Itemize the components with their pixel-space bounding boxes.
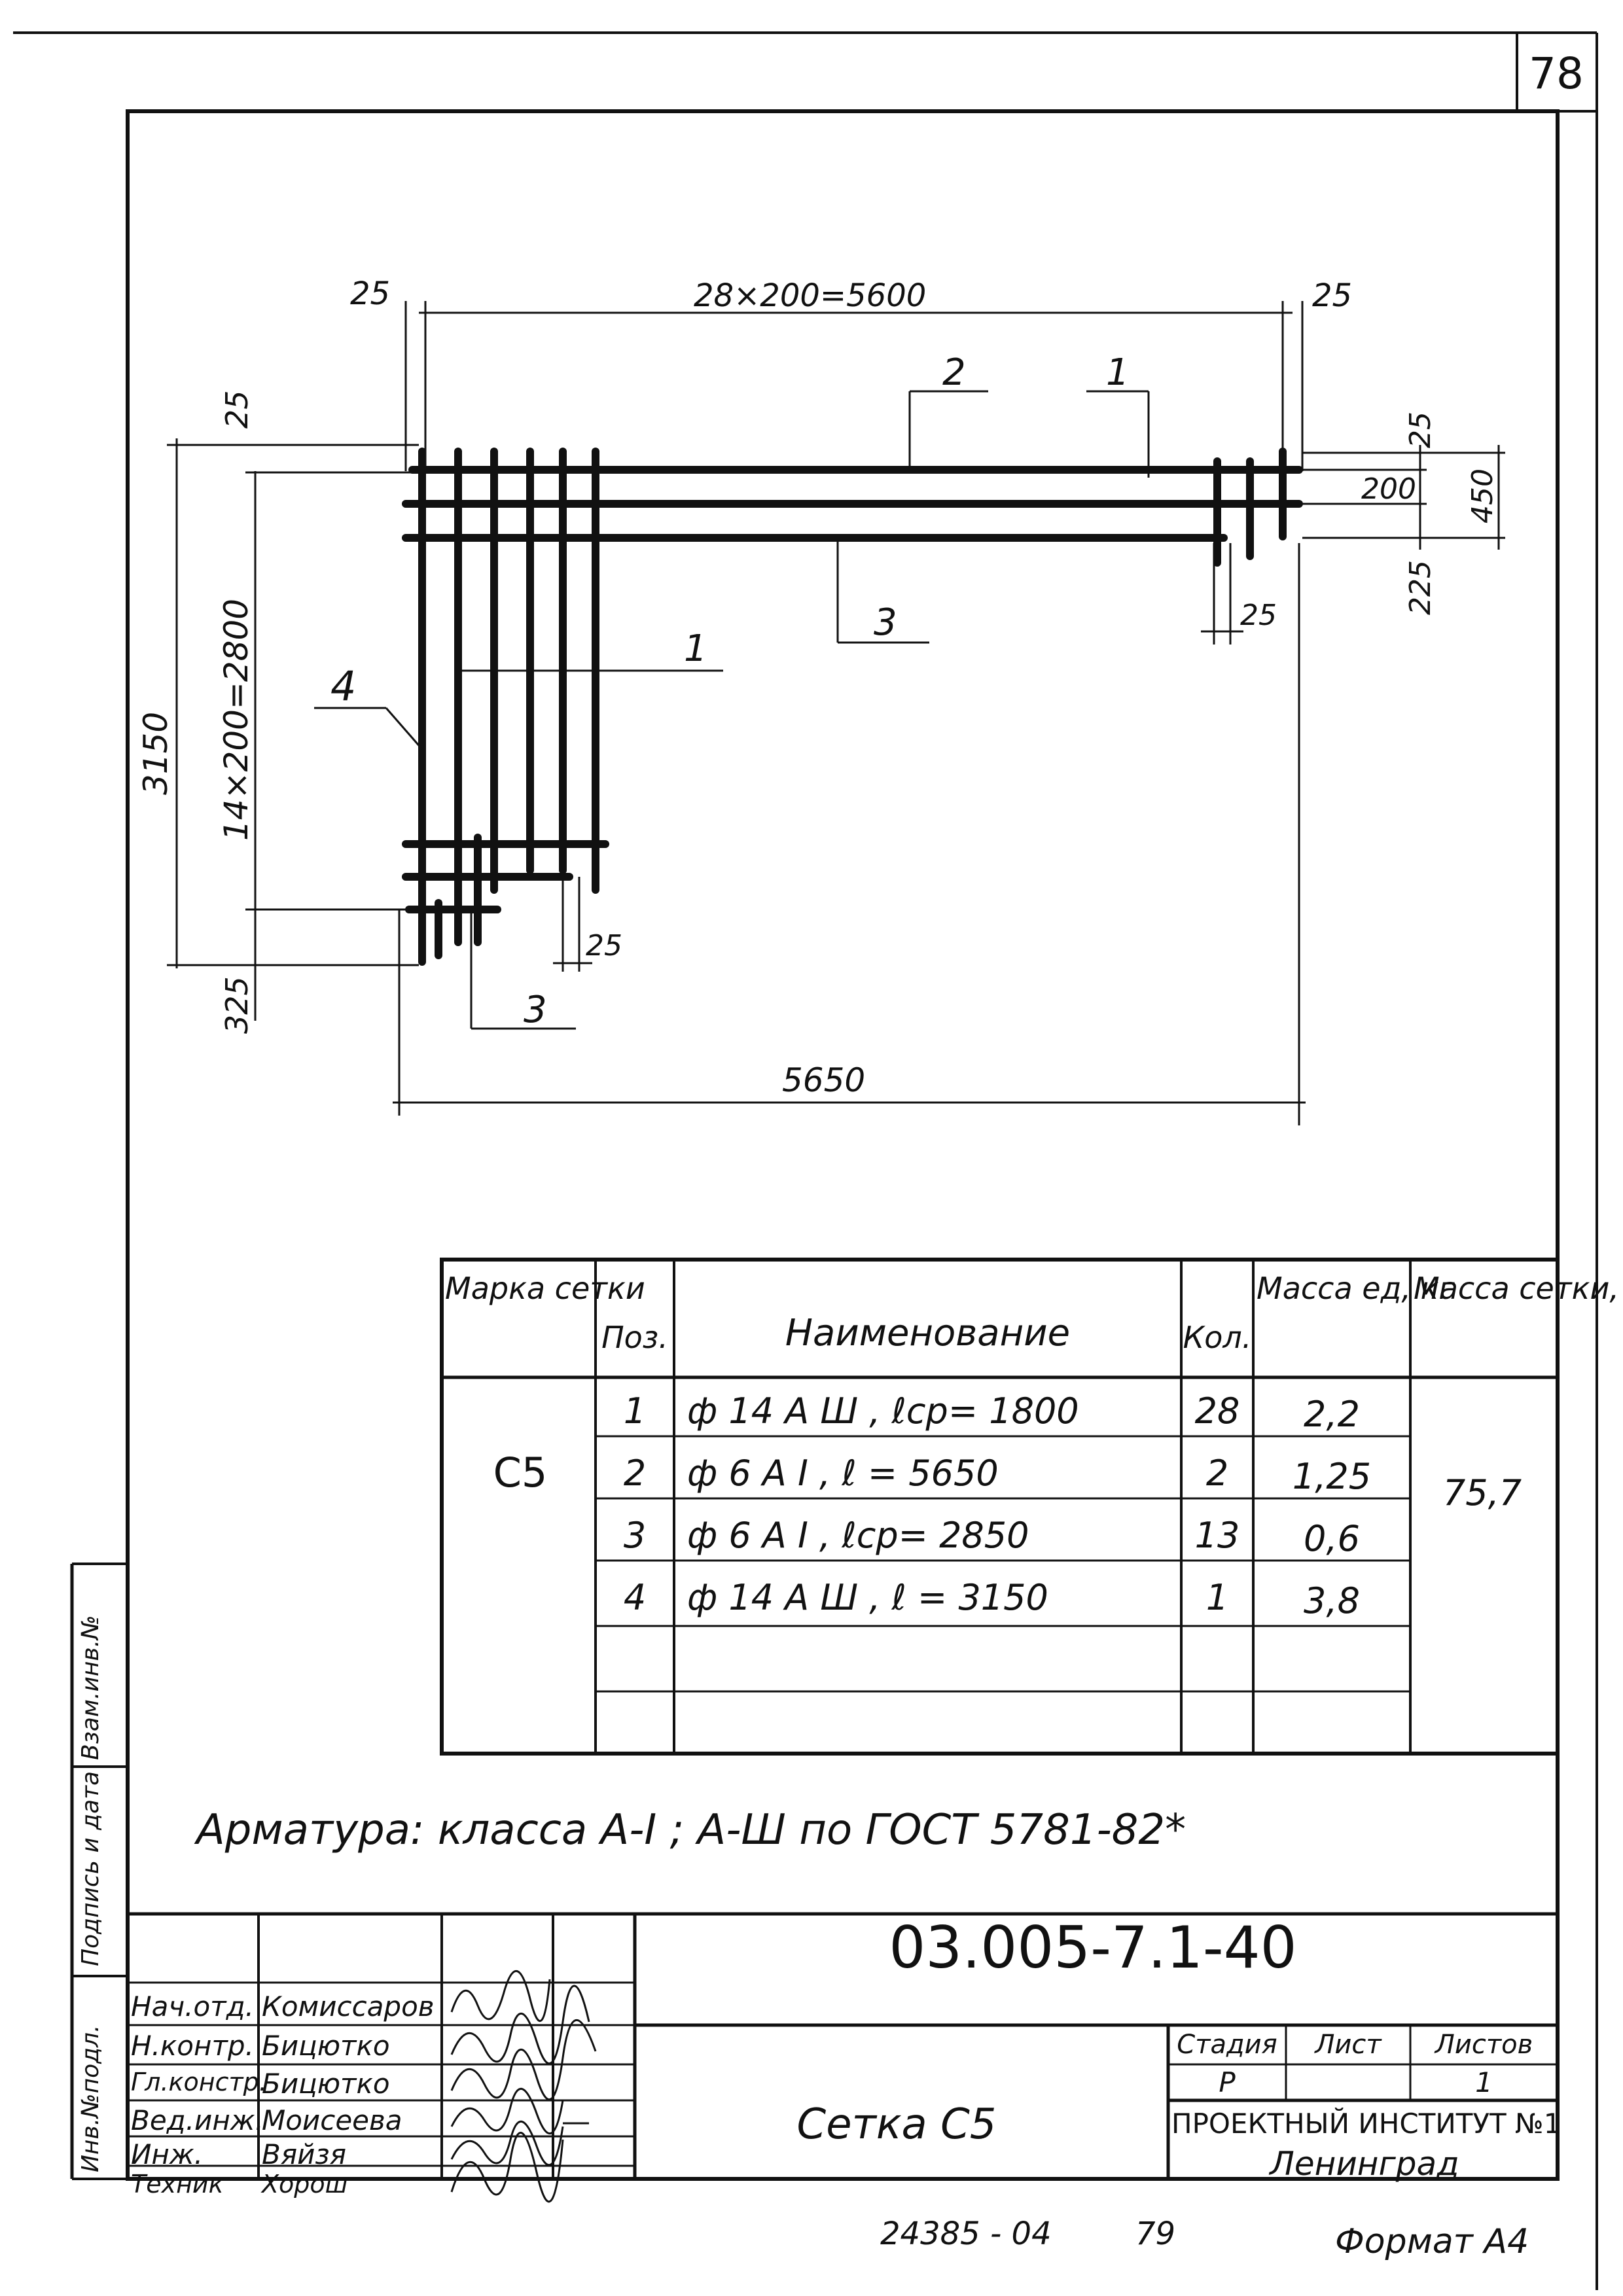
footer-page: 79 [1135,2216,1176,2252]
row2-qty: 2 [1205,1453,1229,1494]
role-inzh: Инж. [131,2138,204,2170]
dim-top-right: 25 [1312,277,1352,314]
mesh-mark: С5 [493,1449,548,1496]
row3-mass: 0,6 [1304,1518,1360,1559]
row2-name: ф 6 А I , ℓ = 5650 [687,1453,999,1494]
side-label-inv-orig: Инв.№подл. [77,2024,104,2172]
org-name: ПРОЕКТНЫЙ ИНСТИТУТ №1 [1171,2108,1561,2140]
sheets-label: Листов [1435,2030,1533,2060]
row1-qty: 28 [1194,1390,1240,1432]
archive-number: 24385 - 04 [880,2216,1052,2252]
dim-right-1: 25 [1404,412,1437,448]
callout-pos4: 4 [330,662,356,710]
document-code: 03.005-7.1-40 [889,1914,1297,1981]
row4-pos: 4 [623,1577,647,1618]
name-ved-inzh: Моисеева [262,2104,402,2136]
stage-label: Стадия [1177,2030,1277,2060]
row1-name: ф 14 А Ш , ℓср= 1800 [687,1390,1079,1432]
dim-left-total: 3150 [137,712,175,795]
dim-right-2: 200 [1361,472,1416,506]
name-tekhnik: Хорош [262,2170,348,2199]
name-gl-konstr: Бицютко [262,2068,390,2100]
row1-mass: 2,2 [1304,1394,1360,1435]
format-label: Формат А4 [1335,2222,1529,2261]
table-header-unit-mass: Масса ед, кг [1257,1271,1455,1306]
row4-qty: 1 [1205,1577,1229,1618]
mesh-mass: 75,7 [1442,1472,1522,1513]
table-header-mesh-mass: Масса сетки, кг [1414,1271,1623,1306]
callout-pos2: 2 [942,351,966,394]
row3-qty: 13 [1194,1515,1240,1556]
table-header-qty: Кол. [1183,1320,1252,1355]
dim-bottom-total: 5650 [782,1061,865,1099]
sheets-value: 1 [1475,2066,1493,2098]
role-tekhnik: Техник [131,2170,224,2199]
side-label-sign-date: Подпись и дата [77,1771,104,1966]
row4-mass: 3,8 [1304,1580,1360,1621]
role-ved-inzh: Вед.инж. [131,2104,264,2136]
table-header-name: Наименование [785,1312,1071,1354]
dim-left-bottom: 325 [219,976,255,1034]
reinforcement-note: Арматура: класса А-I ; А-Ш по ГОСТ 5781-… [196,1806,1186,1854]
side-label-vzam-inv: Взам.инв.№ [77,1615,104,1760]
row2-pos: 2 [623,1453,647,1494]
role-nach-otd: Нач.отд. [131,1990,255,2022]
dim-top-left: 25 [350,275,390,312]
row1-pos: 1 [623,1390,647,1432]
dim-inner-bottom: 25 [586,929,622,963]
dim-right-3: 225 [1404,560,1437,615]
role-gl-konstr: Гл.констр. [131,2068,267,2096]
name-nach-otd: Комиссаров [262,1990,435,2022]
name-inzh: Вяйзя [262,2138,346,2170]
sheet-number: 78 [1529,48,1584,99]
stage-value: Р [1219,2066,1236,2098]
role-n-kontr: Н.контр. [131,2030,254,2062]
name-n-kontr: Бицютко [262,2030,390,2062]
table-header-pos: Поз. [601,1320,668,1355]
row3-name: ф 6 А I , ℓср= 2850 [687,1515,1029,1556]
callout-pos1-top: 1 [1106,351,1130,394]
callout-pos1-mid: 1 [684,627,707,670]
dim-right-total: 450 [1466,468,1499,523]
callout-pos3-bottom: 3 [524,989,547,1031]
drawing-title: Сетка С5 [796,2100,997,2149]
dim-left-top: 25 [219,390,255,429]
org-city: Ленинград [1270,2145,1459,2183]
dim-inner-right: 25 [1240,599,1277,632]
dim-top-span: 28×200=5600 [694,277,926,314]
row4-name: ф 14 А Ш , ℓ = 3150 [687,1577,1048,1618]
row3-pos: 3 [623,1515,647,1556]
dim-left-span: 14×200=2800 [217,599,255,841]
signatures [450,1969,597,2203]
callout-pos3-mid: 3 [874,601,897,644]
table-header-mark: Марка сетки [445,1271,645,1306]
row2-mass: 1,25 [1292,1456,1372,1497]
sheet-label: Лист [1315,2030,1382,2060]
